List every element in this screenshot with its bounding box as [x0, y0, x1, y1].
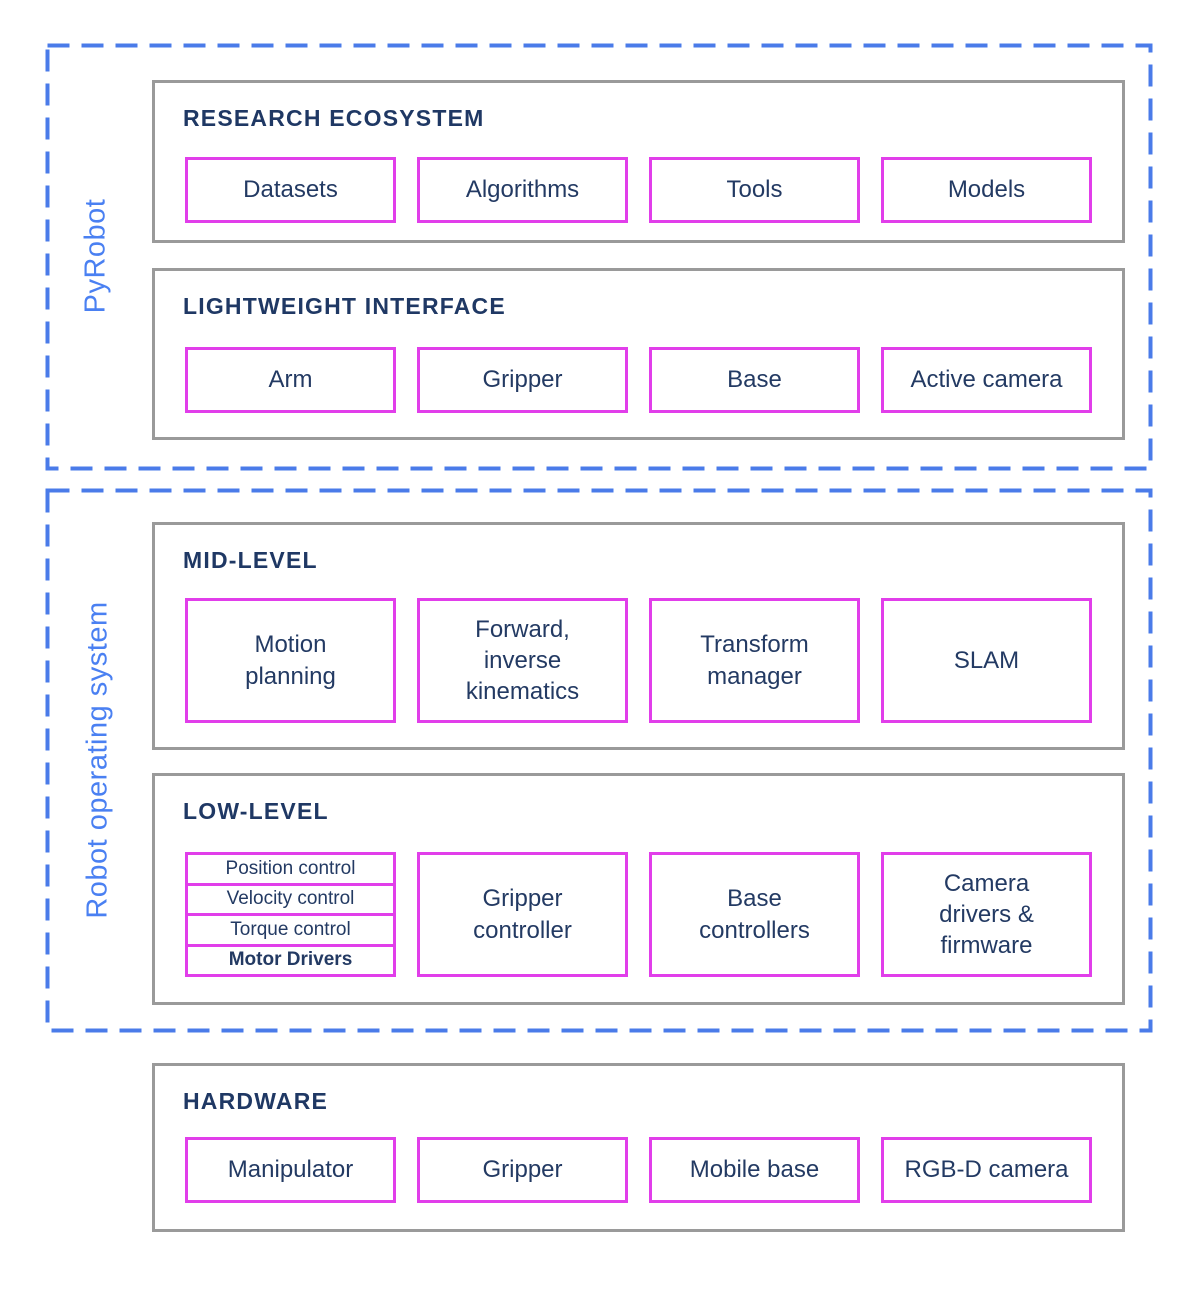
section-title: MID-LEVEL: [183, 547, 318, 573]
item-active-camera: Active camera: [881, 347, 1092, 413]
control-stack: Position control Velocity control Torque…: [185, 852, 396, 977]
section-low-level: LOW-LEVEL Position control Velocity cont…: [152, 773, 1125, 1005]
item-base: Base: [649, 347, 860, 413]
item-algorithms: Algorithms: [417, 157, 628, 223]
item-motion-planning: Motion planning: [185, 598, 396, 723]
item-transform-manager: Transform manager: [649, 598, 860, 723]
section-title: RESEARCH ECOSYSTEM: [183, 105, 485, 131]
research-items-row: Datasets Algorithms Tools Models: [185, 157, 1092, 223]
item-tools: Tools: [649, 157, 860, 223]
section-title: HARDWARE: [183, 1088, 329, 1114]
stack-row-velocity-control: Velocity control: [188, 886, 393, 916]
item-gripper-controller: Gripper controller: [417, 852, 628, 977]
hardware-items-row: Manipulator Gripper Mobile base RGB-D ca…: [185, 1137, 1092, 1203]
stack-row-torque-control: Torque control: [188, 916, 393, 947]
item-manipulator: Manipulator: [185, 1137, 396, 1203]
mid-level-items-row: Motion planning Forward, inverse kinemat…: [185, 598, 1092, 723]
section-lightweight-interface: LIGHTWEIGHT INTERFACE Arm Gripper Base A…: [152, 268, 1125, 440]
item-camera-drivers-firmware: Camera drivers & firmware: [881, 852, 1092, 977]
item-rgbd-camera: RGB-D camera: [881, 1137, 1092, 1203]
item-gripper-hardware: Gripper: [417, 1137, 628, 1203]
item-slam: SLAM: [881, 598, 1092, 723]
item-models: Models: [881, 157, 1092, 223]
item-base-controllers: Base controllers: [649, 852, 860, 977]
stack-row-motor-drivers: Motor Drivers: [228, 949, 353, 971]
item-gripper-interface: Gripper: [417, 347, 628, 413]
low-level-items-row: Position control Velocity control Torque…: [185, 852, 1092, 977]
item-datasets: Datasets: [185, 157, 396, 223]
item-mobile-base: Mobile base: [649, 1137, 860, 1203]
pyrobot-group-label: PyRobot: [79, 198, 112, 314]
section-research-ecosystem: RESEARCH ECOSYSTEM Datasets Algorithms T…: [152, 80, 1125, 243]
section-hardware: HARDWARE Manipulator Gripper Mobile base…: [152, 1063, 1125, 1232]
stack-row-position-control: Position control: [188, 855, 393, 886]
item-forward-inverse-kinematics: Forward, inverse kinematics: [417, 598, 628, 723]
item-arm: Arm: [185, 347, 396, 413]
interface-items-row: Arm Gripper Base Active camera: [185, 347, 1092, 413]
section-title: LIGHTWEIGHT INTERFACE: [183, 293, 506, 319]
section-mid-level: MID-LEVEL Motion planning Forward, inver…: [152, 522, 1125, 750]
ros-group-label: Robot operating system: [81, 601, 114, 919]
section-title: LOW-LEVEL: [183, 798, 329, 824]
